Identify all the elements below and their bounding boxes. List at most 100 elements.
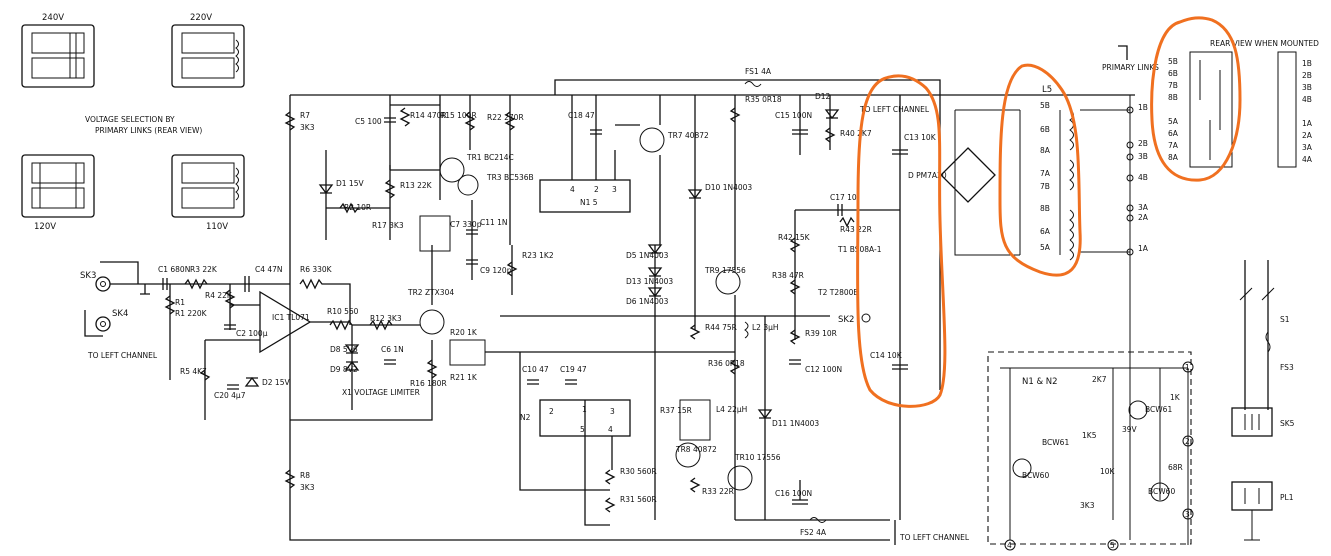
c15-label: C15 100N: [775, 111, 812, 120]
svg-text:2: 2: [1185, 437, 1190, 446]
d13-label: D13 1N4003: [626, 277, 673, 286]
to-left-channel-top: TO LEFT CHANNEL: [859, 105, 930, 114]
to-left-channel-bottom: TO LEFT CHANNEL: [899, 533, 970, 542]
svg-text:3: 3: [1185, 510, 1190, 519]
svg-text:FS3: FS3: [1280, 363, 1294, 372]
svg-text:7A: 7A: [1040, 169, 1051, 178]
voltage-selection-line1: VOLTAGE SELECTION BY: [85, 115, 175, 124]
svg-text:39V: 39V: [1122, 425, 1138, 434]
r33-label: R33 22R: [702, 487, 734, 496]
c14-label: C14 10K: [870, 351, 903, 360]
r8-value: 3K3: [300, 483, 315, 492]
r13-label: R13 22K: [400, 181, 433, 190]
voltage-box-220v: 220V: [171, 13, 245, 88]
r7-value: 3K3: [300, 123, 315, 132]
svg-text:10K: 10K: [1100, 467, 1116, 476]
svg-text:2A: 2A: [1138, 213, 1149, 222]
r31-label: R31 560R: [620, 495, 657, 504]
svg-text:8A: 8A: [1040, 146, 1051, 155]
svg-text:5: 5: [1110, 541, 1115, 550]
svg-text:SK2: SK2: [838, 315, 854, 325]
bridge-rectifier: D PM7A20: [908, 147, 996, 203]
svg-text:8B: 8B: [1168, 93, 1178, 102]
d8-label: D8 5V6: [330, 345, 358, 354]
r35-label: R35 0R18: [745, 95, 782, 104]
svg-text:2K7: 2K7: [1092, 375, 1107, 384]
d10-label: D10 1N4003: [705, 183, 752, 192]
voltage-box-120v: 120V: [21, 154, 95, 232]
r7-label: R7: [300, 111, 310, 120]
svg-text:PL1: PL1: [1280, 493, 1294, 502]
svg-text:TR2 ZTX304: TR2 ZTX304: [407, 288, 454, 297]
svg-text:2A: 2A: [1302, 131, 1313, 140]
tr7-transistor: TR7 40872: [639, 127, 709, 153]
svg-text:4B: 4B: [1138, 173, 1148, 182]
svg-text:5: 5: [580, 425, 585, 434]
c1-label: C1 680N: [158, 265, 190, 274]
c4-label: C4 47N: [255, 265, 283, 274]
t1-label: T1 BS08A-1: [837, 245, 882, 254]
svg-text:3: 3: [612, 185, 617, 194]
sk3-connector: SK3: [80, 271, 111, 292]
svg-text:8A: 8A: [1168, 153, 1179, 162]
svg-text:D PM7A20: D PM7A20: [908, 171, 947, 180]
pl1-plug: PL1: [1231, 481, 1294, 541]
d12-label: D12: [815, 92, 831, 101]
svg-text:1B: 1B: [1138, 103, 1148, 112]
r5-label: R5 4K7: [180, 367, 207, 376]
r42-label: R42 15K: [778, 233, 811, 242]
svg-text:3B: 3B: [1302, 83, 1312, 92]
svg-text:7A: 7A: [1168, 141, 1179, 150]
c7-label: C7 330p: [450, 220, 482, 229]
n-inset-diagram: N1 & N2 2K7 39V BCW61 BCW61 1K5 10K 1K 6…: [987, 351, 1194, 551]
c2-label: C2 100μ: [236, 329, 268, 338]
r4-label: R4 22K: [205, 291, 233, 300]
d6-label: D6 1N4003: [626, 297, 669, 306]
voltage-label: 110V: [206, 222, 228, 232]
svg-text:L5: L5: [1042, 85, 1052, 95]
svg-text:2B: 2B: [1302, 71, 1312, 80]
tr10-transistor: TR10 17556: [727, 453, 781, 491]
r22-label: R22 270R: [487, 113, 524, 122]
svg-text:8B: 8B: [1040, 204, 1050, 213]
sk4-connector: SK4 TO LEFT CHANNEL: [87, 309, 158, 360]
svg-text:4B: 4B: [1302, 95, 1312, 104]
svg-text:5B: 5B: [1168, 57, 1178, 66]
svg-text:IC1 TL071: IC1 TL071: [272, 313, 310, 322]
r15-label: R15 100R: [440, 111, 477, 120]
c12-label: C12 100N: [805, 365, 842, 374]
svg-text:1A: 1A: [1138, 244, 1149, 253]
r14-label: R14 470R: [410, 111, 447, 120]
svg-text:3: 3: [610, 407, 615, 416]
r38-label: R38 47R: [772, 271, 804, 280]
svg-text:TO LEFT CHANNEL: TO LEFT CHANNEL: [87, 351, 158, 360]
fs1-fuse: FS1 4A: [725, 67, 780, 87]
svg-text:TR7 40872: TR7 40872: [667, 131, 709, 140]
r37-label: R37 15R: [660, 406, 692, 415]
r17-label: R17 3K3: [372, 221, 404, 230]
tr3-transistor: TR3 BC536B: [457, 173, 534, 196]
svg-text:N1 5: N1 5: [580, 198, 598, 207]
voltage-box-240v: 240V: [21, 13, 95, 88]
primary-links-label: PRIMARY LINKS: [1102, 63, 1159, 72]
svg-text:2: 2: [549, 407, 554, 416]
r20-label: R20 1K: [450, 328, 478, 337]
r23-label: R23 1K2: [522, 251, 554, 260]
svg-text:TR3 BC536B: TR3 BC536B: [486, 173, 534, 182]
svg-text:7B: 7B: [1040, 182, 1050, 191]
fs3-fuse: FS3: [1265, 331, 1294, 372]
r6-label: R6 330K: [300, 265, 333, 274]
voltage-label: 120V: [34, 222, 56, 232]
c13-label: C13 10K: [904, 133, 937, 142]
x1-label: X1 VOLTAGE LIMITER: [342, 388, 420, 397]
r39-label: R39 10R: [805, 329, 837, 338]
c6-label: C6 1N: [381, 345, 404, 354]
svg-text:BCW60: BCW60: [1022, 471, 1049, 480]
d11-label: D11 1N4003: [772, 419, 819, 428]
l5-transformer: L5 5B 6B 8A 7A 7B 8B 6A 5A: [1019, 85, 1074, 261]
svg-text:TR8 40872: TR8 40872: [675, 445, 717, 454]
svg-text:TR1 BC214C: TR1 BC214C: [466, 153, 514, 162]
voltage-label: 220V: [190, 13, 212, 23]
l4-label: L4 22μH: [716, 405, 747, 414]
svg-text:68R: 68R: [1168, 463, 1183, 472]
